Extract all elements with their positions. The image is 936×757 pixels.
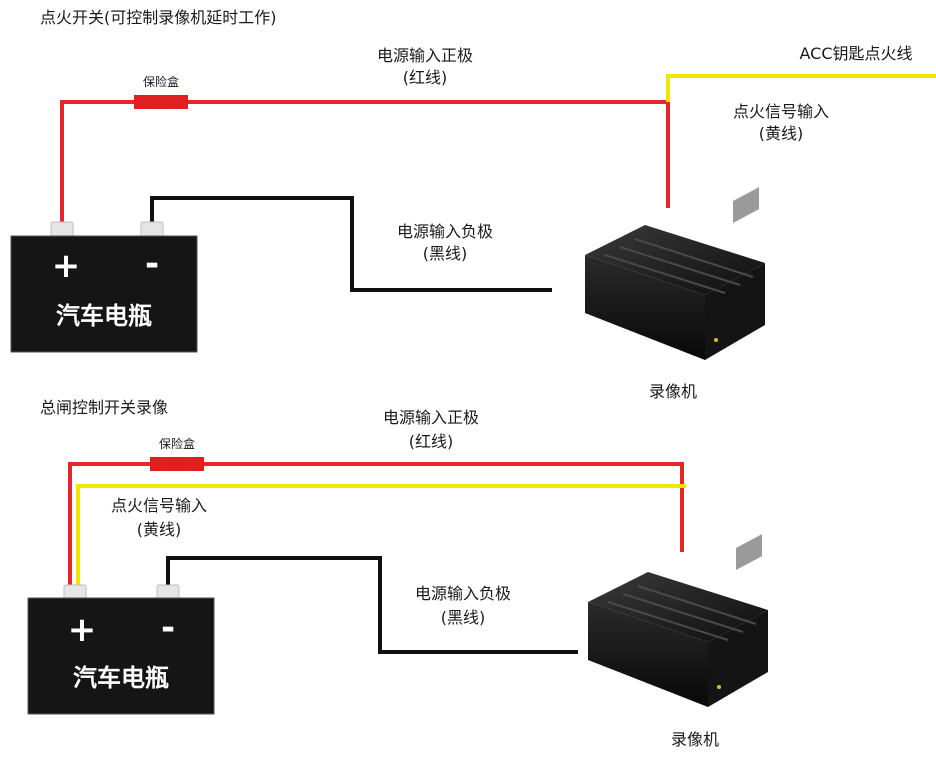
d2-dvr-device [588, 534, 768, 707]
d1-fuse-label: 保险盒 [142, 75, 179, 89]
d2-positive-label-line2: (红线) [408, 432, 454, 451]
d1-acc-label: ACC钥匙点火线 [799, 44, 913, 63]
d2-battery [27, 584, 215, 715]
diagram1 [10, 74, 936, 360]
d1-negative-label-line2: (黑线) [422, 244, 468, 263]
d1-ignition-label-line1: 点火信号输入 [732, 102, 829, 121]
d1-negative-label-line1: 电源输入负极 [396, 222, 493, 241]
d1-device-label: 录像机 [648, 382, 697, 401]
d2-fuse-label: 保险盒 [158, 437, 195, 451]
d1-acc-wire [666, 74, 936, 102]
d2-positive-wire [68, 462, 684, 588]
d2-battery-name: 汽车电瓶 [73, 664, 169, 692]
d1-fuse [134, 95, 188, 109]
d2-negative-label-line2: (黑线) [440, 608, 486, 627]
d2-positive-label-line1: 电源输入正极 [382, 408, 479, 427]
d1-battery-name: 汽车电瓶 [56, 302, 152, 330]
d1-positive-wire [60, 100, 670, 226]
d2-fuse [150, 457, 204, 471]
d1-ignition-label-line2: (黄线) [758, 124, 804, 143]
d2-negative-wire [166, 556, 578, 654]
d2-ignition-label-line1: 点火信号输入 [110, 496, 207, 515]
d1-title: 点火开关(可控制录像机延时工作) [40, 8, 277, 27]
d2-ignition-wire [76, 484, 686, 588]
d1-battery [10, 221, 198, 353]
d2-battery-plus: + [67, 610, 97, 650]
d1-dvr-device [585, 187, 765, 360]
diagram2 [27, 457, 768, 715]
d2-ignition-label-line2: (黄线) [136, 520, 182, 539]
d1-positive-label-line1: 电源输入正极 [376, 46, 473, 65]
d1-battery-minus: - [144, 244, 160, 284]
d1-battery-plus: + [51, 246, 81, 286]
d2-title: 总闸控制开关录像 [40, 398, 169, 417]
d1-positive-label-line2: (红线) [402, 68, 448, 87]
d2-battery-minus: - [160, 608, 176, 648]
d2-device-label: 录像机 [670, 730, 719, 749]
d1-negative-wire [150, 196, 552, 292]
d2-negative-label-line1: 电源输入负极 [414, 584, 511, 603]
